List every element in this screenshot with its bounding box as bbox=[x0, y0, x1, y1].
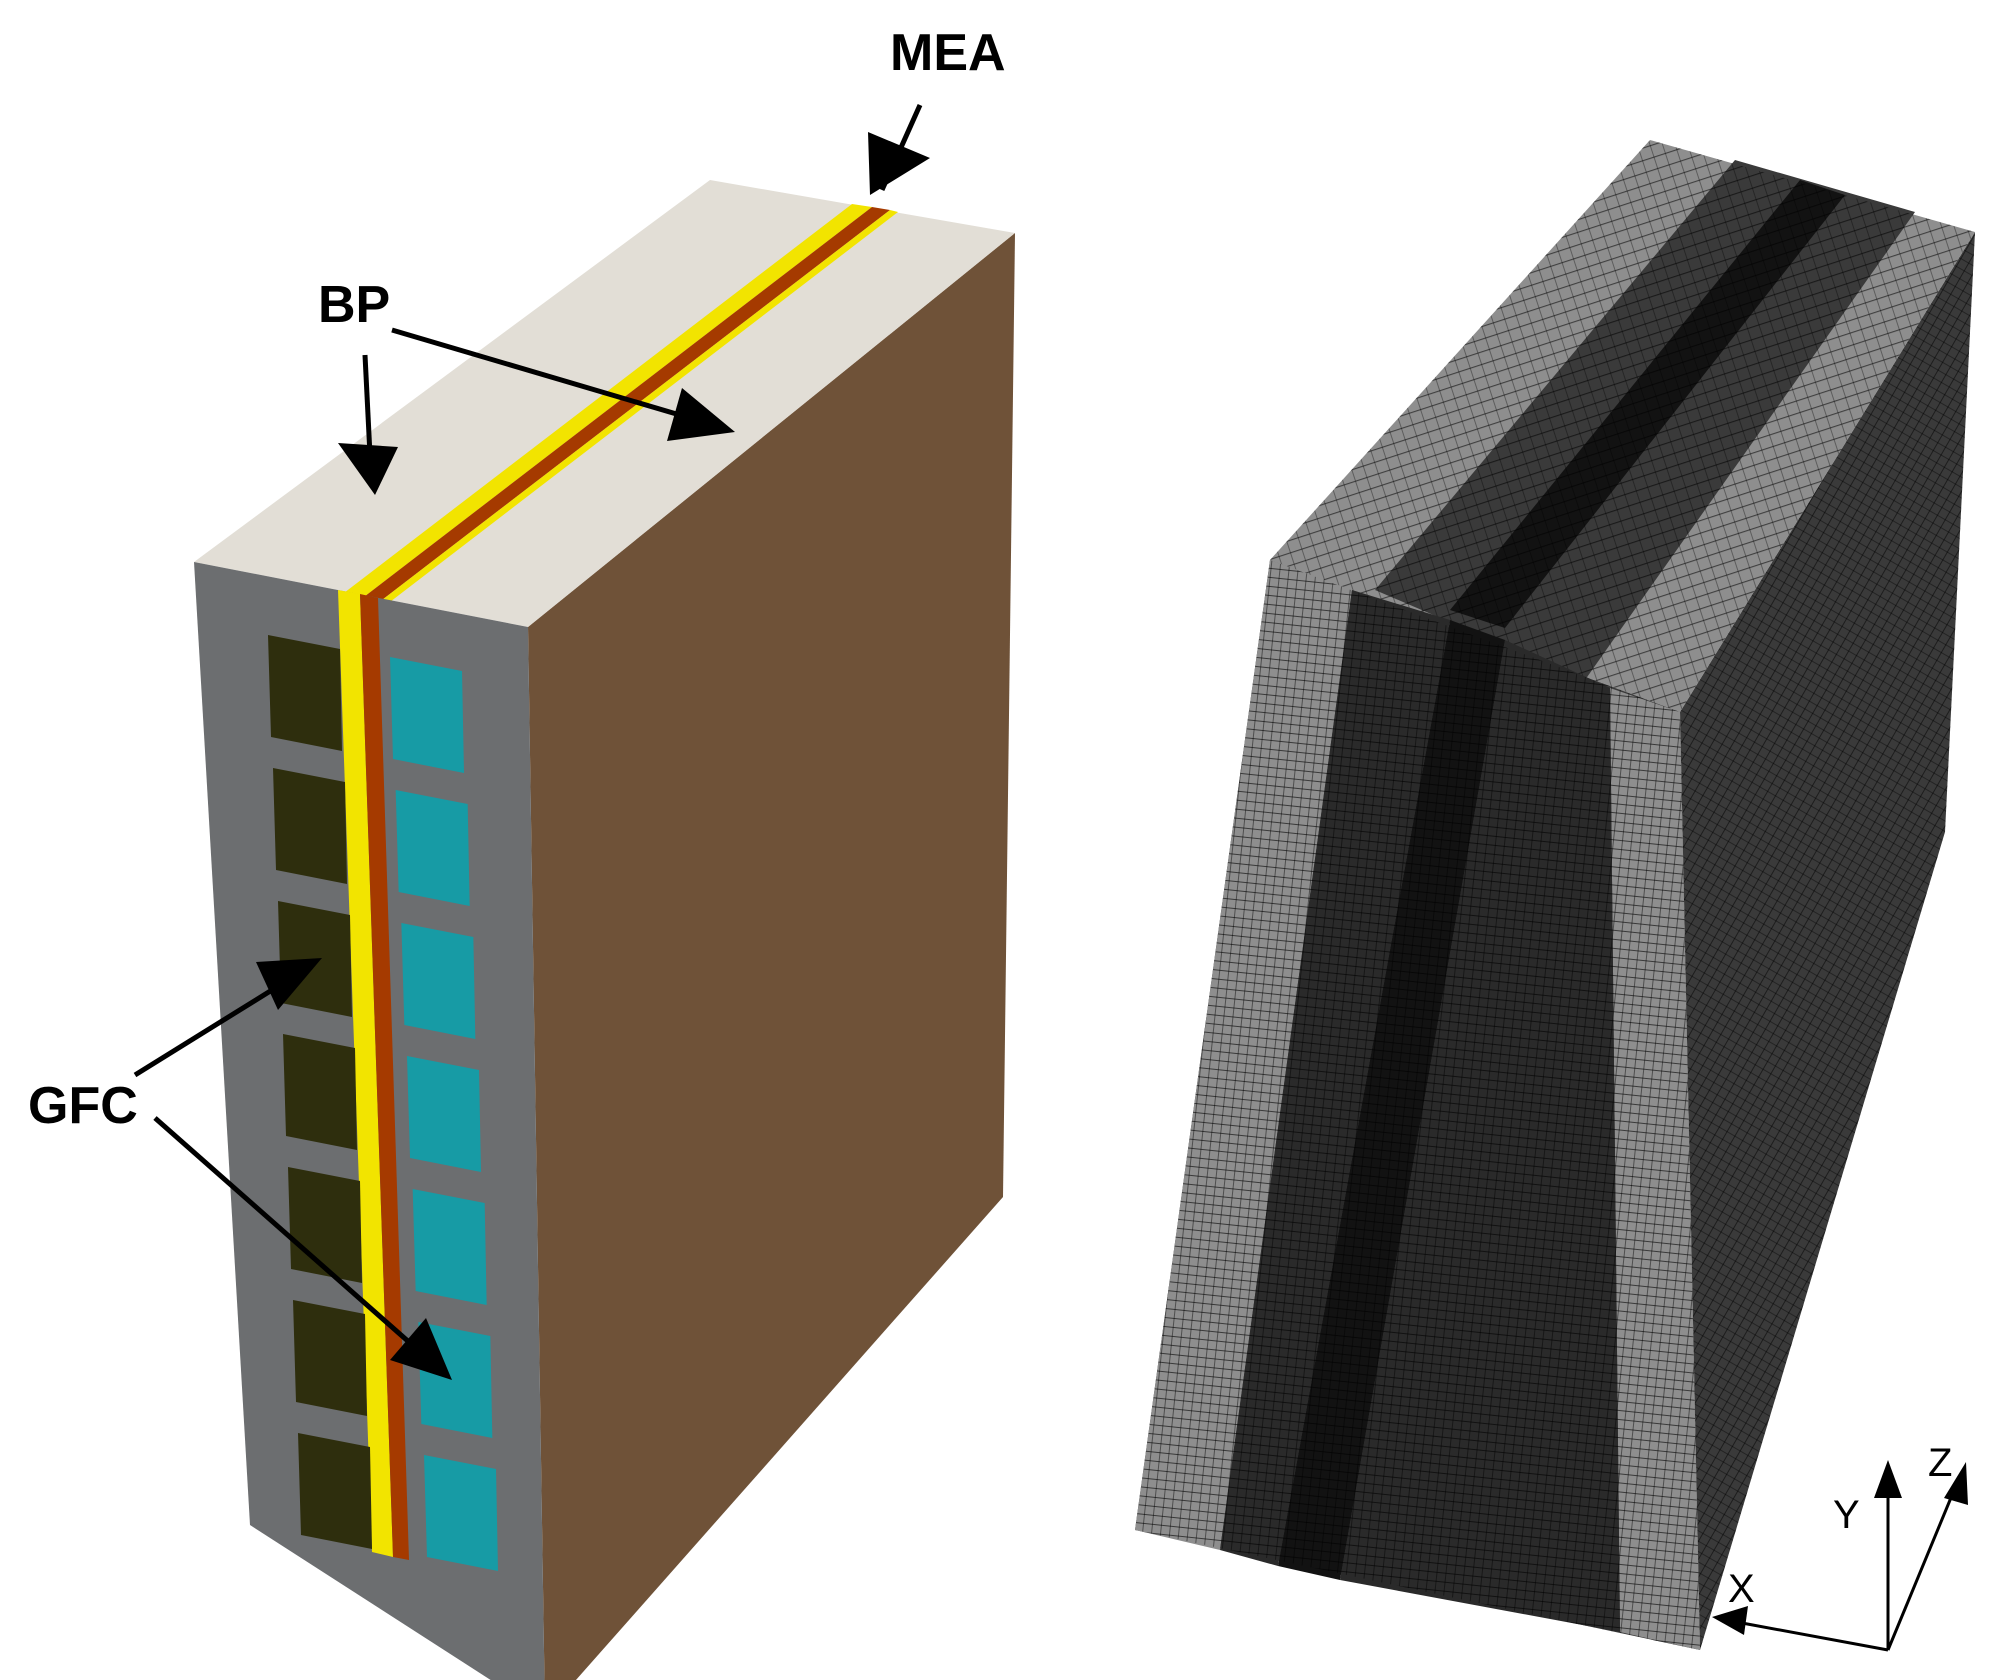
label-bp: BP bbox=[318, 276, 390, 334]
anode-channel bbox=[293, 1300, 367, 1416]
label-gfc: GFC bbox=[28, 1077, 138, 1135]
cathode-channel bbox=[424, 1455, 498, 1571]
anode-channel bbox=[283, 1034, 357, 1150]
axis-x-line bbox=[1741, 1621, 1889, 1652]
cathode-channel bbox=[407, 1056, 481, 1172]
annotation-gfc: GFC bbox=[28, 958, 452, 1380]
mesh-top-overlay bbox=[1270, 140, 1975, 712]
arrowhead-mea bbox=[868, 132, 930, 195]
arrow-bp-left bbox=[362, 354, 373, 456]
arrowhead-bp-left bbox=[338, 443, 398, 495]
gdl-top-strip bbox=[340, 204, 872, 600]
mesh-side-overlay bbox=[1680, 232, 1975, 1650]
axis-z-line bbox=[1886, 1487, 1957, 1651]
anode-channel bbox=[268, 635, 342, 751]
axis-y-arrowhead bbox=[1874, 1460, 1902, 1498]
solid-model bbox=[194, 180, 1015, 1680]
cathode-channel bbox=[412, 1189, 487, 1305]
annotation-mea: MEA bbox=[868, 24, 1006, 195]
axis-triad: Y Z X bbox=[1712, 1441, 1968, 1652]
annotation-bp: BP bbox=[318, 276, 735, 495]
cathode-channel bbox=[390, 657, 464, 773]
arrowhead-bp-right bbox=[667, 388, 735, 441]
arrow-gfc-upper bbox=[133, 982, 282, 1078]
axis-x-label: X bbox=[1728, 1567, 1755, 1611]
axis-x-arrowhead bbox=[1712, 1606, 1748, 1635]
mesh-model bbox=[1135, 140, 1975, 1650]
membrane-front-strip bbox=[360, 594, 409, 1560]
mesh-front-overlay bbox=[1135, 560, 1700, 1650]
arrowhead-gfc-upper bbox=[256, 958, 322, 1010]
bp-side-face bbox=[528, 233, 1015, 1680]
arrow-bp-right bbox=[391, 327, 691, 421]
arrow-gfc-lower bbox=[153, 1116, 420, 1352]
axis-y-label: Y bbox=[1833, 1493, 1860, 1537]
axis-z-label: Z bbox=[1928, 1441, 1952, 1485]
anode-channel bbox=[273, 768, 347, 884]
arrowhead-gfc-lower bbox=[390, 1318, 452, 1380]
gdl-top-strip-2 bbox=[378, 210, 898, 605]
cathode-channel bbox=[395, 790, 470, 906]
membrane-top-strip bbox=[360, 207, 890, 603]
channel-group bbox=[268, 635, 498, 1571]
label-mea: MEA bbox=[890, 24, 1006, 82]
cathode-channel bbox=[401, 923, 476, 1039]
axis-z-arrowhead bbox=[1944, 1462, 1968, 1505]
anode-channel bbox=[298, 1433, 372, 1549]
